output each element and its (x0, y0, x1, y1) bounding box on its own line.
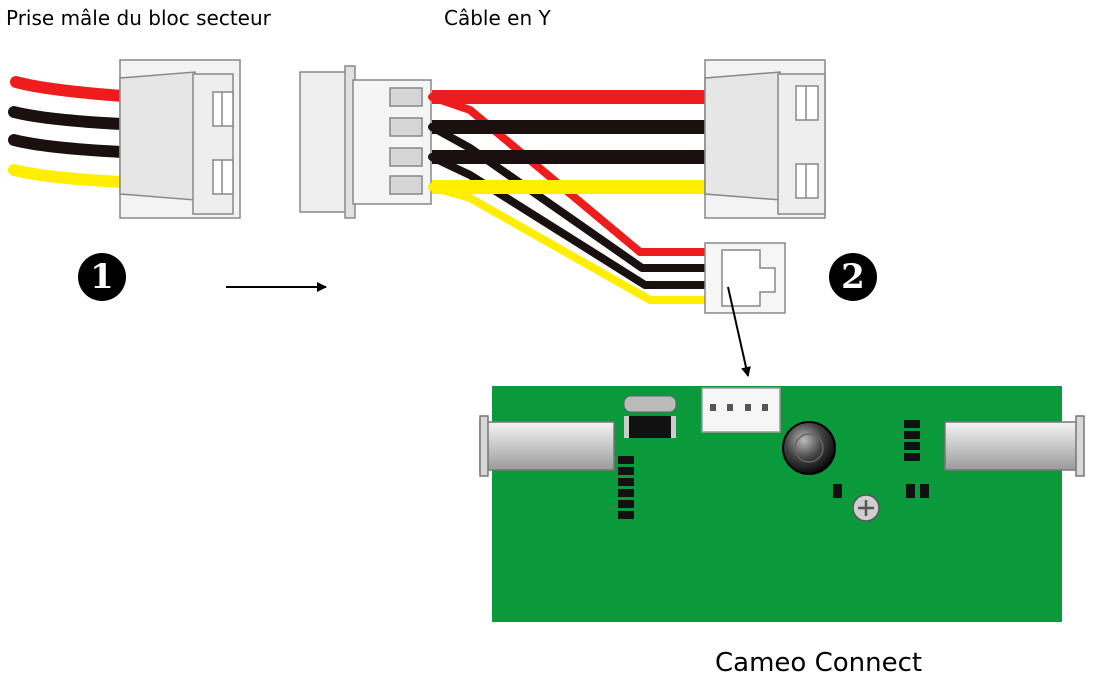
connect-arrow (727, 286, 751, 377)
power-plug-label: Prise mâle du bloc secteur (6, 6, 271, 30)
plug-wire-yellow (8, 164, 128, 188)
plug-housing (119, 59, 241, 219)
crystal-component (623, 395, 677, 438)
y-cable-straight-wires (432, 90, 708, 194)
power-plug (8, 59, 241, 219)
pcb-power-header (701, 387, 781, 433)
plug-wire-black-2 (8, 134, 128, 158)
y-cable-small-connector (704, 242, 786, 314)
y-cable-female-connector (299, 65, 432, 219)
left-chip-column (618, 456, 634, 519)
right-mounting-rail (944, 415, 1085, 477)
y-cable (299, 59, 826, 314)
cameo-connect-board (479, 386, 1085, 622)
trim-screw (852, 494, 880, 522)
plug-wire-red (10, 76, 128, 102)
branch-wire-black-2 (428, 153, 712, 289)
board-label: Cameo Connect (715, 648, 923, 678)
small-smd-parts (833, 484, 929, 498)
right-chip-column (904, 420, 920, 461)
plug-wire-black-1 (8, 106, 128, 130)
round-knob (782, 421, 836, 475)
y-cable-label: Câble en Y (444, 6, 551, 30)
branch-wire-black-1 (428, 123, 712, 272)
step-1-badge: 1 (78, 253, 126, 301)
left-mounting-rail (479, 415, 615, 477)
step-2-badge: 2 (829, 253, 877, 301)
y-cable-male-connector (704, 59, 826, 219)
plug-wires (8, 76, 128, 188)
